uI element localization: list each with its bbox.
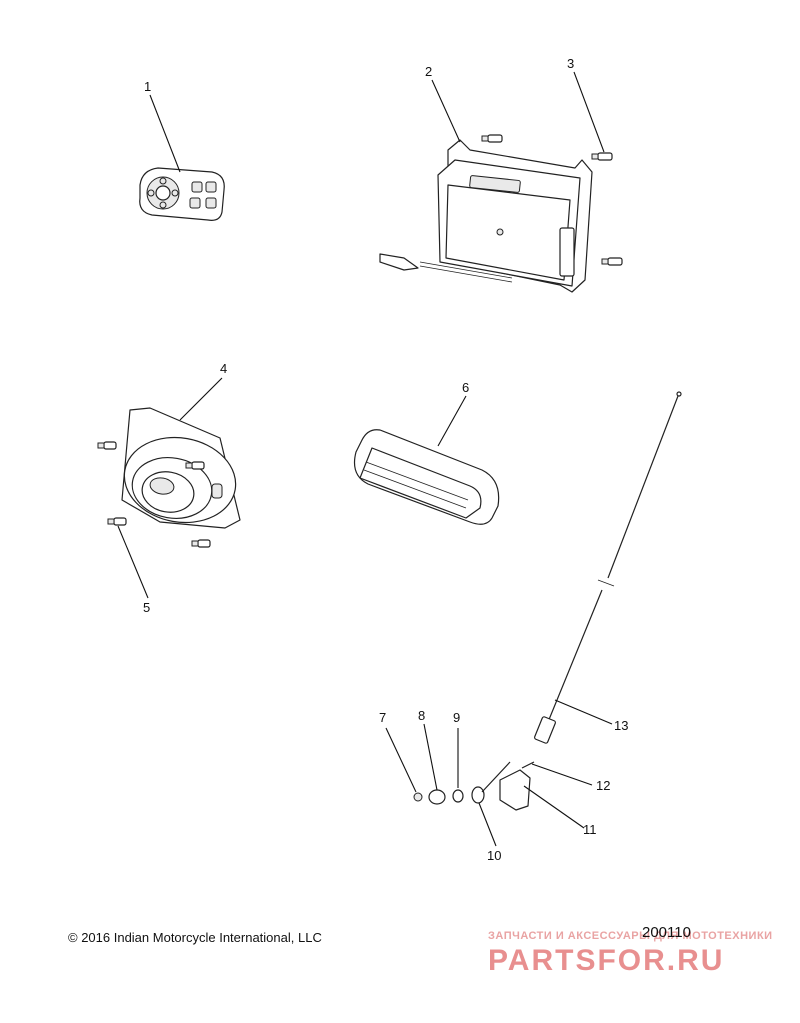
watermark-logo: PARTSFOR.RU xyxy=(488,944,725,977)
part-3-screws xyxy=(481,134,623,266)
part-5-screws xyxy=(97,441,211,548)
callout-8: 8 xyxy=(418,708,425,723)
callout-9: 9 xyxy=(453,710,460,725)
callout-6: 6 xyxy=(462,380,469,395)
part-4-speaker xyxy=(121,407,241,529)
callout-11: 11 xyxy=(583,822,597,837)
part-9-washer xyxy=(452,789,464,803)
callout-1: 1 xyxy=(144,79,151,94)
part-12-pin xyxy=(521,761,535,769)
drawing-number: 200110 xyxy=(642,924,691,941)
part-8-washer xyxy=(428,789,446,805)
part-13-antenna-mast xyxy=(534,391,682,744)
part-6-speaker-bezel xyxy=(353,429,500,525)
leader-lines xyxy=(117,71,613,847)
callout-13: 13 xyxy=(614,718,628,733)
part-10-stud xyxy=(471,761,511,804)
part-11-bracket xyxy=(499,769,531,811)
part-2-audio-module xyxy=(379,139,593,293)
callout-10: 10 xyxy=(487,848,501,863)
part-7-nut xyxy=(413,792,423,802)
antenna-base-hardware xyxy=(413,761,535,811)
watermark-tagline: ЗАПЧАСТИ И АКСЕССУАРЫ ДЛЯ МОТОТЕХНИКИ xyxy=(488,930,773,942)
copyright-notice: © 2016 Indian Motorcycle International, … xyxy=(68,930,322,945)
callout-3: 3 xyxy=(567,56,574,71)
callout-12: 12 xyxy=(596,778,610,793)
part-1-control-pad xyxy=(139,167,225,221)
callout-5: 5 xyxy=(143,600,150,615)
callout-4: 4 xyxy=(220,361,227,376)
callout-numbers: 1 2 3 4 5 6 7 8 9 10 11 12 13 xyxy=(143,56,628,863)
callout-2: 2 xyxy=(425,64,432,79)
callout-7: 7 xyxy=(379,710,386,725)
